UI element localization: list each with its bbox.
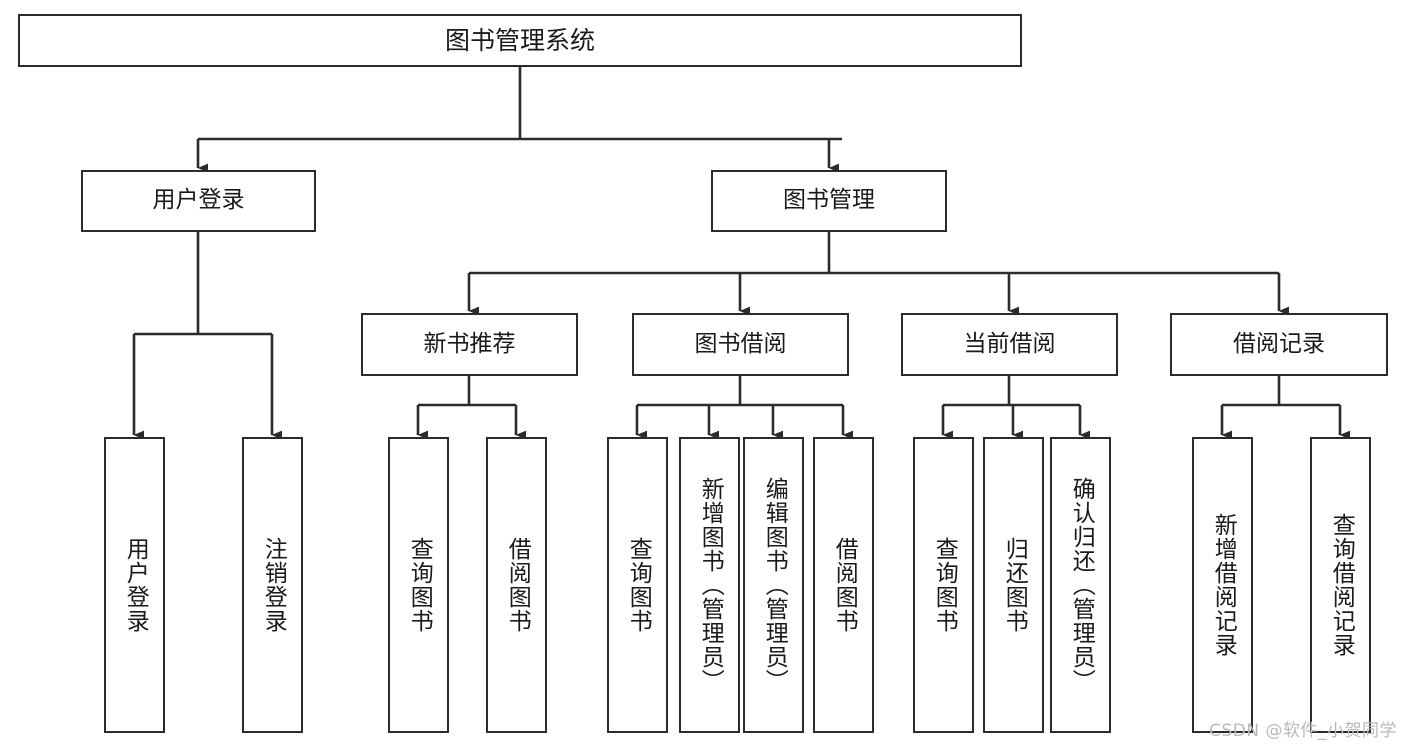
node-leaf-user-login[interactable]: 用户登录 [104, 437, 165, 733]
node-leaf-return-book[interactable]: 归还图书 [983, 437, 1044, 733]
node-label: 借阅图书 [831, 537, 858, 633]
node-current-borrow[interactable]: 当前借阅 [901, 313, 1118, 376]
node-leaf-logout-login[interactable]: 注销登录 [242, 437, 303, 733]
node-label: 借阅记录 [1233, 330, 1325, 357]
node-leaf-add-book[interactable]: 新增图书（管理员） [679, 437, 740, 733]
node-new-book-recommend[interactable]: 新书推荐 [361, 313, 578, 376]
node-label: 查询图书 [931, 537, 958, 633]
node-label: 新增借阅记录 [1210, 513, 1237, 657]
node-label: 查询借阅记录 [1328, 513, 1355, 657]
node-label: 图书借阅 [694, 330, 787, 357]
node-book-borrow[interactable]: 图书借阅 [632, 313, 849, 376]
node-leaf-confirm-return[interactable]: 确认归还（管理员） [1050, 437, 1111, 733]
node-leaf-add-record[interactable]: 新增借阅记录 [1192, 437, 1253, 733]
node-borrow-record[interactable]: 借阅记录 [1170, 313, 1388, 376]
node-label: 当前借阅 [963, 330, 1056, 357]
node-leaf-query-book-2[interactable]: 查询图书 [607, 437, 668, 733]
node-label: 用户登录 [152, 187, 245, 214]
node-leaf-query-record[interactable]: 查询借阅记录 [1310, 437, 1371, 733]
node-leaf-borrow-book-2[interactable]: 借阅图书 [813, 437, 874, 733]
node-label: 借阅图书 [504, 537, 531, 633]
node-label: 图书管理 [783, 187, 875, 214]
node-leaf-edit-book[interactable]: 编辑图书（管理员） [743, 437, 804, 733]
node-label: 确认归还（管理员） [1068, 477, 1095, 693]
node-leaf-query-book-1[interactable]: 查询图书 [388, 437, 449, 733]
node-user-login[interactable]: 用户登录 [81, 170, 316, 232]
node-label: 新书推荐 [423, 330, 516, 357]
node-label: 查询图书 [625, 537, 652, 633]
node-book-management[interactable]: 图书管理 [711, 170, 947, 232]
node-leaf-borrow-book-1[interactable]: 借阅图书 [486, 437, 547, 733]
node-label: 归还图书 [1001, 537, 1028, 633]
node-label: 图书管理系统 [444, 25, 595, 55]
node-label: 用户登录 [122, 537, 149, 633]
node-label: 注销登录 [260, 537, 287, 633]
node-leaf-query-book-3[interactable]: 查询图书 [913, 437, 974, 733]
node-root-system[interactable]: 图书管理系统 [18, 14, 1022, 67]
node-label: 新增图书（管理员） [697, 477, 724, 693]
node-label: 查询图书 [406, 537, 433, 633]
node-label: 编辑图书（管理员） [761, 477, 788, 693]
